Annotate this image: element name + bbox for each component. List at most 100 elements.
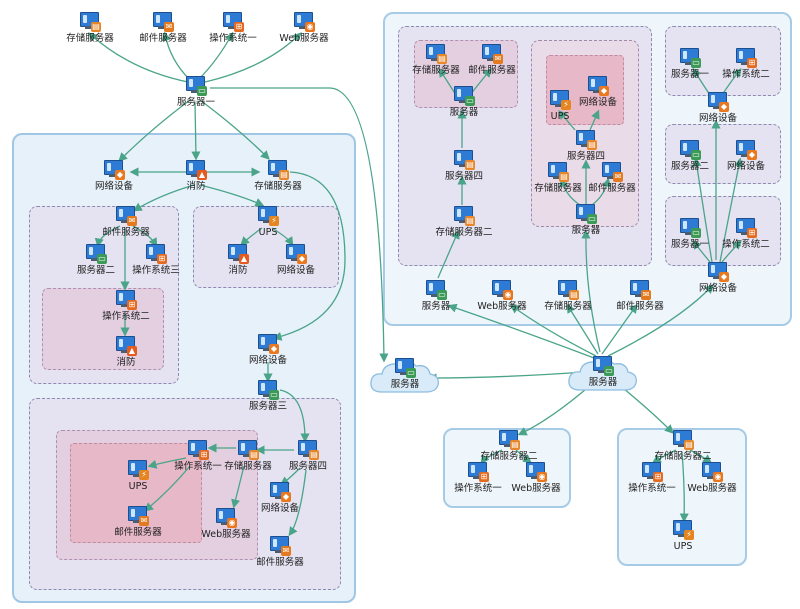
node-label: 网络设备 (698, 113, 737, 124)
node-label: 邮件服务器 (616, 301, 664, 312)
group-bottom-b (617, 428, 747, 566)
storage-server-icon: ▤ (672, 430, 694, 450)
ups-icon: ⚡ (549, 90, 571, 110)
node-label: 邮件服务器 (114, 527, 162, 538)
node-right-web[interactable]: ◉Web服务器 (457, 280, 547, 312)
node-left-os3[interactable]: ⊞操作系统三 (111, 244, 201, 276)
edge-s1-net (118, 99, 191, 162)
edge-rsrvb-mail2 (591, 177, 612, 206)
edge-rnet3-s1b (692, 239, 711, 263)
node-label: 服务器一 (176, 97, 215, 108)
edge-fire-ups (199, 184, 265, 207)
node-left-storage2[interactable]: ▤存储服务器 (203, 440, 293, 472)
node-label: 消防 (228, 265, 248, 276)
node-server-one[interactable]: ▭服务器一 (151, 76, 241, 108)
node-label: 存储服务器二 (435, 227, 493, 238)
node-left-os1[interactable]: ⊞操作系统一 (153, 440, 243, 472)
node-right-net2[interactable]: ◆网络设备 (673, 92, 763, 124)
node-bottom-b-storage2[interactable]: ▤存储服务器二 (638, 430, 728, 462)
network-device-icon: ◆ (269, 482, 291, 502)
node-right-net4[interactable]: ◆网络设备 (673, 262, 763, 294)
node-left-net2[interactable]: ◆网络设备 (223, 334, 313, 366)
node-right-server4[interactable]: ▤服务器四 (419, 150, 509, 182)
edge-hub-rnet3 (607, 284, 714, 357)
node-label: 网络设备 (698, 283, 737, 294)
node-right-mail[interactable]: ✉邮件服务器 (447, 44, 537, 76)
node-left-net3[interactable]: ◆网络设备 (251, 244, 341, 276)
mail-server-icon: ✉ (629, 280, 651, 300)
node-label: 服务器一 (670, 239, 709, 250)
server-icon: ▭ (394, 358, 416, 378)
node-left-web[interactable]: ◉Web服务器 (181, 508, 271, 540)
node-top-mail[interactable]: ✉邮件服务器 (118, 12, 208, 44)
node-label: 操作系统二 (722, 239, 770, 250)
node-right-ups[interactable]: ⚡UPS (515, 90, 605, 122)
node-left-mail[interactable]: ✉邮件服务器 (81, 206, 171, 238)
node-left-net4[interactable]: ◆网络设备 (235, 482, 325, 514)
mail-server-icon: ✉ (127, 506, 149, 526)
server-icon: ▭ (257, 380, 279, 400)
node-label: 操作系统二 (102, 311, 150, 322)
node-bottom-a-web[interactable]: ◉Web服务器 (491, 462, 581, 494)
node-right-s1b[interactable]: ▭服务器一 (645, 218, 735, 250)
node-right-s1[interactable]: ▭服务器一 (645, 48, 735, 80)
server-icon: ▭ (679, 218, 701, 238)
node-bottom-a-os1[interactable]: ⊞操作系统一 (433, 462, 523, 494)
storage-server-icon: ▤ (498, 430, 520, 450)
node-left-os2[interactable]: ⊞操作系统二 (81, 290, 171, 322)
node-right-netdevice[interactable]: ◆网络设备 (553, 76, 643, 108)
node-label: UPS (550, 111, 570, 122)
mail-server-icon: ✉ (601, 162, 623, 182)
node-top-web[interactable]: ◉Web服务器 (259, 12, 349, 44)
node-right-storage2[interactable]: ▤存储服务器二 (419, 206, 509, 238)
node-right-s2[interactable]: ▭服务器二 (645, 140, 735, 172)
node-left-fire3[interactable]: ▲消防 (193, 244, 283, 276)
node-label: 邮件服务器 (468, 65, 516, 76)
node-left-network[interactable]: ◆网络设备 (69, 160, 159, 192)
node-bottom-b-ups[interactable]: ⚡UPS (638, 520, 728, 552)
node-right-os2[interactable]: ⊞操作系统二 (701, 48, 791, 80)
node-right-storage4[interactable]: ▤存储服务器 (523, 280, 613, 312)
node-right-server-c[interactable]: ▭服务器 (391, 280, 481, 312)
node-label: 存储服务器 (254, 181, 302, 192)
node-left-ups2[interactable]: ⚡UPS (93, 460, 183, 492)
node-left-mail3[interactable]: ✉邮件服务器 (235, 536, 325, 568)
node-top-os1[interactable]: ⊞操作系统一 (188, 12, 278, 44)
node-label: 服务器四 (288, 461, 327, 472)
node-right-storage[interactable]: ▤存储服务器 (391, 44, 481, 76)
node-label: 存储服务器 (224, 461, 272, 472)
node-bottom-b-os1[interactable]: ⊞操作系统一 (607, 462, 697, 494)
node-cloud-server-left[interactable]: ▭服务器 (360, 358, 450, 390)
node-right-mail2[interactable]: ✉邮件服务器 (567, 162, 657, 194)
node-label: Web服务器 (201, 529, 251, 540)
node-top-storage[interactable]: ▤存储服务器 (45, 12, 135, 44)
server-icon: ▭ (453, 86, 475, 106)
storage-server-icon: ▤ (575, 130, 597, 150)
node-left-mail2[interactable]: ✉邮件服务器 (93, 506, 183, 538)
node-label: UPS (258, 227, 278, 238)
node-right-server-b[interactable]: ▭服务器 (541, 204, 631, 236)
web-server-icon: ◉ (701, 462, 723, 482)
node-cloud-server-hub[interactable]: ▭服务器 (558, 356, 648, 388)
node-left-storage[interactable]: ▤存储服务器 (233, 160, 323, 192)
node-label: UPS (128, 481, 148, 492)
node-right-mail3[interactable]: ✉邮件服务器 (595, 280, 685, 312)
node-right-server[interactable]: ▭服务器 (419, 86, 509, 118)
mail-server-icon: ✉ (481, 44, 503, 64)
node-left-server3[interactable]: ▭服务器三 (223, 380, 313, 412)
node-right-os2b[interactable]: ⊞操作系统二 (701, 218, 791, 250)
web-server-icon: ◉ (525, 462, 547, 482)
node-left-fire[interactable]: ▲消防 (151, 160, 241, 192)
node-right-server4b[interactable]: ▤服务器四 (541, 130, 631, 162)
node-left-server4[interactable]: ▤服务器四 (263, 440, 353, 472)
node-bottom-a-storage2[interactable]: ▤存储服务器二 (464, 430, 554, 462)
node-right-net3[interactable]: ◆网络设备 (701, 140, 791, 172)
node-left-server2[interactable]: ▭服务器二 (51, 244, 141, 276)
node-left-fire2[interactable]: ▲消防 (81, 336, 171, 368)
node-left-ups[interactable]: ⚡UPS (223, 206, 313, 238)
edge-rsrv-mail (469, 67, 492, 96)
node-right-storage3[interactable]: ▤存储服务器 (513, 162, 603, 194)
storage-server-icon: ▤ (453, 150, 475, 170)
node-bottom-b-web[interactable]: ◉Web服务器 (667, 462, 757, 494)
